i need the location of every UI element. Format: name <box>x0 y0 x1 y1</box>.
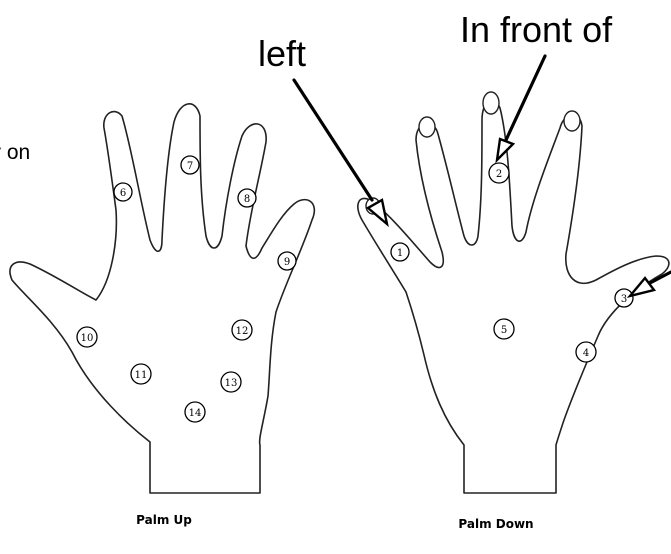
palm-down-hand: 1 2 3 4 5 <box>358 92 669 493</box>
in-front-of-annotation: In front of <box>460 9 613 50</box>
thumb-arrow <box>630 272 671 296</box>
palm-up-hand-outline <box>10 104 314 493</box>
palm-up-point-9: 9 <box>278 252 296 270</box>
palm-down-caption: Palm Down <box>458 517 533 531</box>
svg-text:13: 13 <box>225 378 238 389</box>
svg-text:1: 1 <box>397 248 403 259</box>
palm-up-point-14: 14 <box>185 402 205 422</box>
index-fingernail <box>419 117 435 137</box>
palm-up-point-7: 7 <box>181 156 199 174</box>
palm-down-point-1: 1 <box>391 243 409 261</box>
svg-text:9: 9 <box>284 257 290 268</box>
svg-text:6: 6 <box>120 188 126 199</box>
svg-text:2: 2 <box>496 169 502 180</box>
svg-text:3: 3 <box>621 294 627 305</box>
palm-up-point-8: 8 <box>238 189 256 207</box>
partial-text: r on <box>0 141 30 164</box>
svg-text:7: 7 <box>187 161 193 172</box>
left-annotation: left <box>258 33 306 74</box>
palm-down-point-4: 4 <box>576 342 596 362</box>
middle-fingernail <box>483 92 499 114</box>
svg-text:12: 12 <box>236 326 249 337</box>
svg-text:4: 4 <box>583 348 589 359</box>
palm-up-caption: Palm Up <box>136 513 192 527</box>
palm-up-point-13: 13 <box>221 372 241 392</box>
svg-text:8: 8 <box>244 194 250 205</box>
palm-up-hand: 6 7 8 9 10 11 12 13 <box>10 104 314 493</box>
palm-up-point-10: 10 <box>77 327 97 347</box>
svg-text:10: 10 <box>81 333 94 344</box>
svg-text:5: 5 <box>501 325 507 336</box>
palm-down-point-3: 3 <box>615 289 633 307</box>
palm-up-point-11: 11 <box>131 364 151 384</box>
in-front-of-arrow <box>497 56 545 160</box>
ring-fingernail <box>564 111 580 131</box>
palm-up-point-12: 12 <box>232 320 252 340</box>
palm-down-point-2: 2 <box>489 163 509 183</box>
palm-up-point-6: 6 <box>114 183 132 201</box>
palm-down-point-5: 5 <box>494 319 514 339</box>
svg-text:14: 14 <box>189 408 202 419</box>
svg-text:11: 11 <box>135 370 148 381</box>
